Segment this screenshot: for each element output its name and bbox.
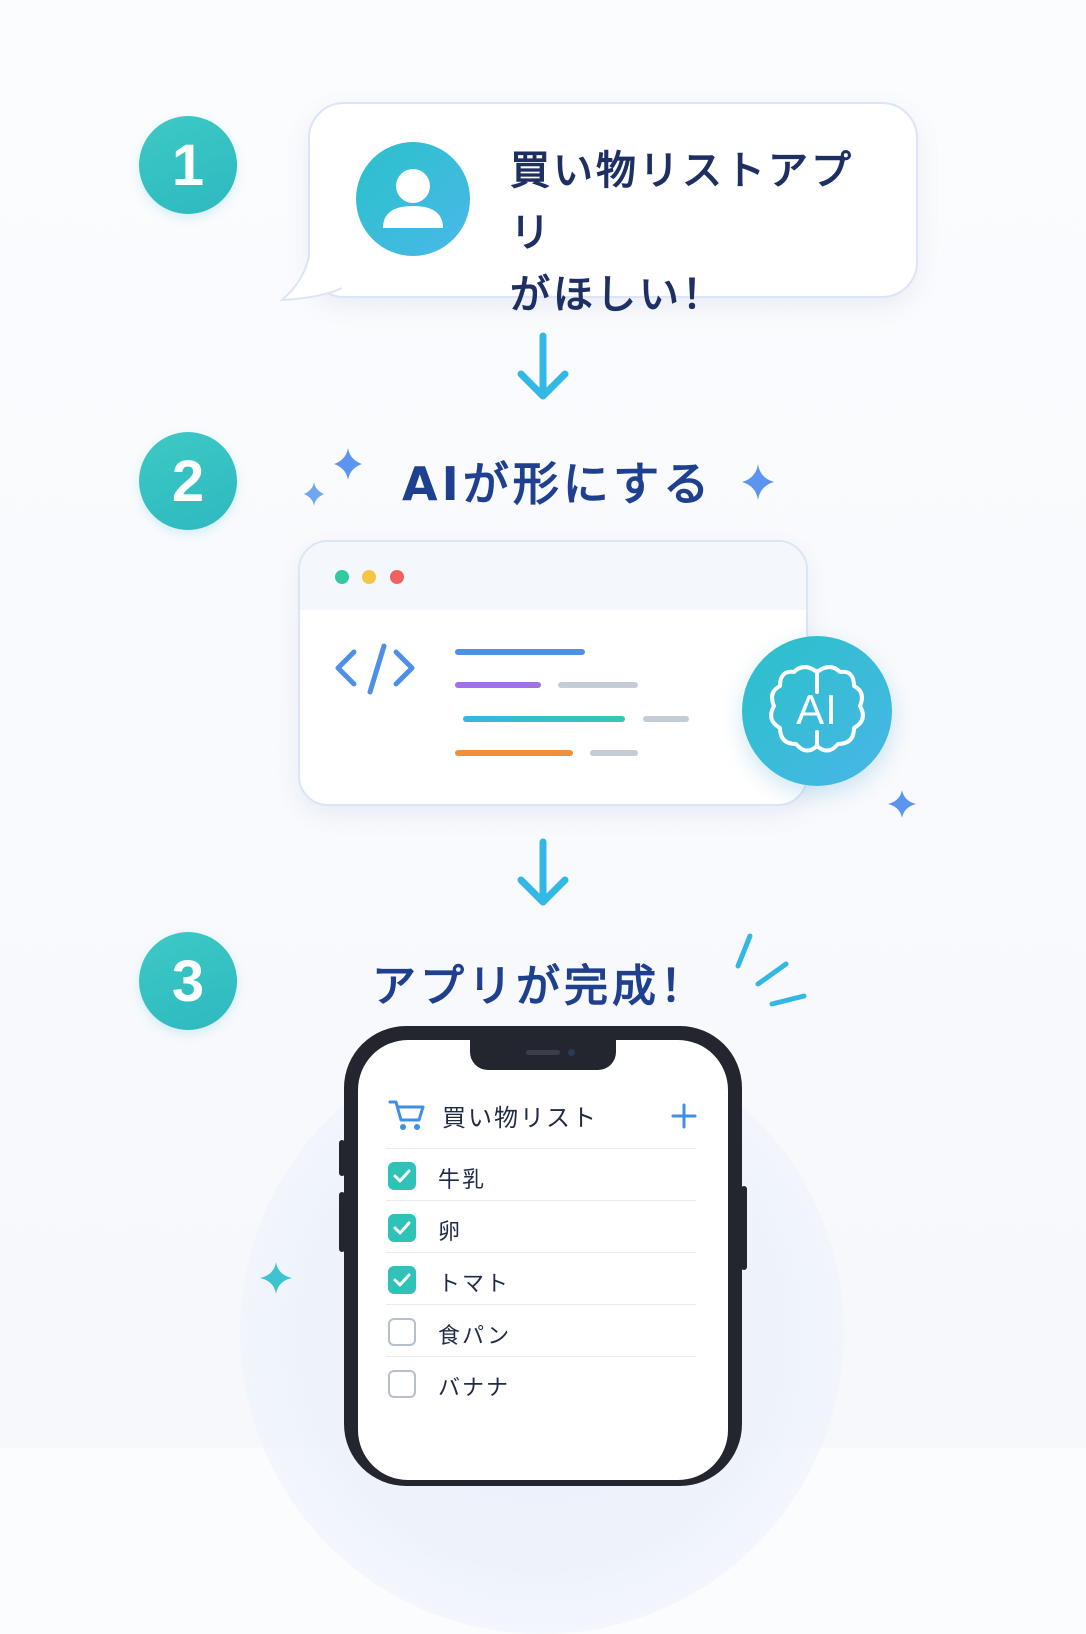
sparkle-icon (304, 448, 362, 506)
item-checkbox[interactable] (388, 1318, 416, 1346)
item-checkbox[interactable] (388, 1266, 416, 1294)
app-title: 買い物リスト (442, 1104, 598, 1132)
sparkle-icon (888, 790, 916, 818)
add-item-button[interactable] (670, 1102, 698, 1130)
code-line (455, 649, 585, 655)
item-checkbox[interactable] (388, 1162, 416, 1190)
list-item[interactable]: 牛乳 (386, 1148, 696, 1200)
row-divider (386, 1356, 696, 1357)
item-label: 卵 (438, 1220, 463, 1245)
request-line-2: がほしい！ (510, 272, 725, 318)
step-1-number: 1 (171, 132, 205, 198)
step-2-heading: AIが形にする (402, 457, 714, 511)
list-item[interactable]: トマト (386, 1252, 696, 1304)
phone-side-button (339, 1192, 345, 1252)
code-line (643, 716, 689, 722)
camera-icon (568, 1049, 575, 1056)
phone-notch (470, 1040, 616, 1070)
request-text: 買い物リストアプリ がほしい！ (510, 140, 890, 326)
step-3-heading: アプリが完成！ (372, 961, 708, 1012)
window-titlebar (300, 542, 806, 610)
sparkle-icon (742, 464, 774, 500)
window-dot-red (390, 570, 404, 584)
burst-lines-icon (735, 933, 807, 1007)
item-checkbox[interactable] (388, 1370, 416, 1398)
phone-screen: 買い物リスト 牛乳 卵 トマト 食パン (358, 1040, 728, 1480)
phone-side-button (339, 1140, 345, 1176)
window-dot-yellow (362, 570, 376, 584)
user-avatar-icon (356, 142, 470, 256)
row-divider (386, 1252, 696, 1253)
bubble-tail-icon (280, 244, 346, 302)
speech-bubble: 買い物リストアプリ がほしい！ (308, 102, 918, 318)
code-line (455, 750, 573, 756)
window-dot-green (335, 570, 349, 584)
list-item[interactable]: 卵 (386, 1200, 696, 1252)
arrow-down-icon (517, 838, 569, 906)
item-label: 食パン (438, 1324, 512, 1349)
smartphone: 買い物リスト 牛乳 卵 トマト 食パン (344, 1026, 742, 1486)
step-3-number: 3 (171, 948, 205, 1014)
code-line (558, 682, 638, 688)
speaker-grille (526, 1050, 560, 1055)
ai-brain-badge: AI (742, 636, 892, 786)
item-label: バナナ (438, 1376, 511, 1401)
item-label: トマト (438, 1272, 511, 1297)
code-line (590, 750, 638, 756)
item-checkbox[interactable] (388, 1214, 416, 1242)
ai-label: AI (796, 686, 838, 733)
list-item[interactable]: バナナ (386, 1356, 696, 1408)
step-1-badge: 1 (139, 116, 237, 214)
row-divider (386, 1304, 696, 1305)
code-editor-window (298, 540, 808, 806)
code-brackets-icon (335, 643, 415, 695)
checkmark-icon (393, 1221, 411, 1235)
row-divider (386, 1148, 696, 1149)
phone-side-button (741, 1186, 747, 1270)
sparkle-icon (260, 1262, 292, 1294)
cart-icon (388, 1100, 425, 1130)
arrow-down-icon (517, 332, 569, 400)
step-3-badge: 3 (139, 932, 237, 1030)
step-2-number: 2 (171, 448, 205, 514)
step-2-badge: 2 (139, 432, 237, 530)
brain-icon (769, 665, 865, 753)
checkmark-icon (393, 1273, 411, 1287)
code-line (463, 716, 625, 722)
item-label: 牛乳 (438, 1168, 487, 1193)
code-line (455, 682, 541, 688)
request-line-1: 買い物リストアプリ (510, 148, 854, 256)
row-divider (386, 1200, 696, 1201)
checkmark-icon (393, 1169, 411, 1183)
list-item[interactable]: 食パン (386, 1304, 696, 1356)
